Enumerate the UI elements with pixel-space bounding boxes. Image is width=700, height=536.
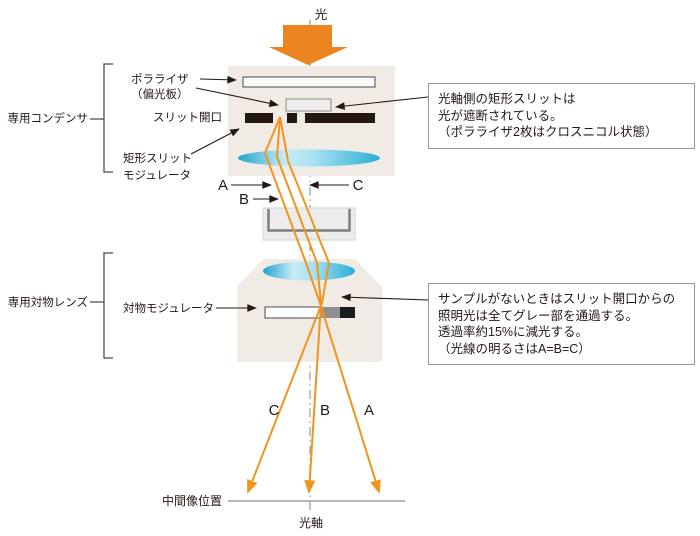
sample-note-line3: 透過率約15%に減光する。 — [438, 325, 589, 339]
slit-bar-left — [245, 113, 273, 123]
objective-modulator-label: 対物モジュレータ — [123, 303, 214, 315]
rect-slit-label-line2: モジュレータ — [123, 170, 191, 182]
objective-modulator-clear — [264, 306, 321, 319]
sample-note-line1: サンプルがないときはスリット開口からの — [438, 292, 676, 306]
objective-group-label: 専用対物レンズ — [7, 297, 88, 309]
ray-a-bottom-label: A — [363, 402, 374, 419]
optical-axis-label: 光軸 — [298, 516, 323, 530]
slit-aperture-label: スリット開口 — [153, 112, 222, 124]
ray-c-mid-label: C — [352, 177, 364, 194]
objective-modulator-black — [340, 307, 355, 318]
ray-c-bottom-label: C — [268, 402, 280, 419]
ray-b-mid-label: B — [238, 191, 249, 208]
ray-a-mid-label: A — [217, 177, 228, 194]
slit-callout-arrow — [335, 96, 429, 110]
rect-slit-arrow — [190, 128, 240, 155]
rect-slit-label-line1: 矩形スリット — [123, 153, 192, 165]
image-plane-label: 中間像位置 — [161, 494, 222, 508]
light-label: 光 — [314, 8, 328, 22]
rect-slit-modulator-label: 矩形スリット モジュレータ — [123, 151, 192, 185]
sample-callout-arrow — [341, 293, 429, 302]
axis-side-polarizer-piece — [285, 98, 332, 112]
polarizer-arrow — [199, 75, 237, 84]
slit-bar-middle — [287, 113, 297, 123]
polarizer-label-line2: （偏光板） — [131, 89, 189, 101]
polarizer-plate — [242, 76, 376, 88]
sample-note-line2: 照明光は全てグレー部を通過する。 — [438, 308, 639, 323]
slit-note-callout: 光軸側の矩形スリットは 光が遮断されている。 （ポラライザ2枚はクロスニコル状態… — [428, 83, 695, 149]
ray-c — [247, 116, 331, 494]
slit-bar-right — [305, 113, 375, 123]
polarizer-arrow-2 — [195, 87, 279, 108]
condenser-bracket — [90, 63, 113, 173]
slit-note-line3: （ポラライザ2枚はクロスニコル状態） — [438, 125, 658, 139]
objective-bracket — [90, 252, 113, 359]
condenser-lens — [238, 149, 380, 167]
ray-b-bottom-label: B — [319, 402, 330, 419]
polarizer-label: ポラライザ （偏光板） — [131, 73, 189, 103]
objective-modulator-gray — [320, 307, 340, 318]
ray-a — [263, 116, 381, 494]
slit-note-line1: 光軸側の矩形スリットは — [438, 92, 576, 106]
ray-b — [275, 116, 323, 495]
sample-note-callout: サンプルがないときはスリット開口からの 照明光は全てグレー部を通過する。 透過率… — [428, 283, 695, 365]
light-down-arrow-icon — [269, 25, 348, 65]
polarizer-label-line1: ポラライザ — [131, 74, 189, 86]
condenser-group-label: 専用コンデンサ — [7, 113, 89, 125]
sample-note-line4: （光線の明るさはA=B=C） — [438, 341, 591, 356]
slit-note-line2: 光が遮断されている。 — [438, 108, 563, 123]
sample-dish-outline — [267, 209, 351, 232]
